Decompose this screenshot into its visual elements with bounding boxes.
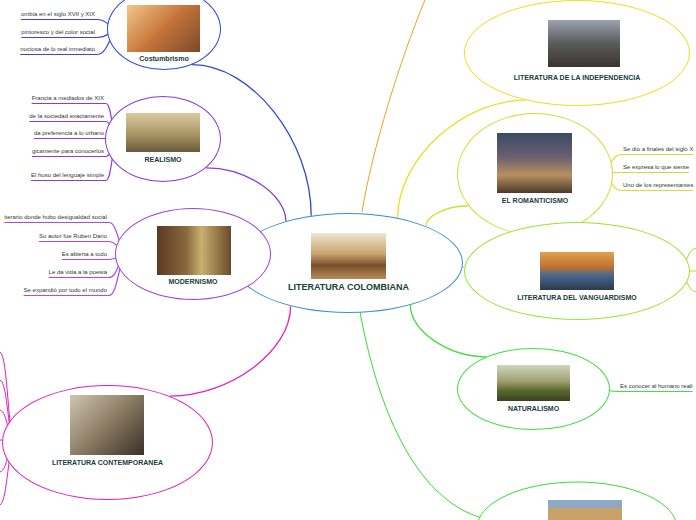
branch-ellipse: Costumbrismo: [107, 0, 221, 70]
leader-line: [600, 155, 693, 173]
leaf-text: Se expandió por todo el mundo: [24, 286, 107, 294]
branch-ellipse: LITERATURA DEL VANGUARDISMO: [464, 222, 690, 320]
leaf-text: El huso del lenguaje simple: [31, 171, 104, 179]
leaf-text: da preferencia a lo urbano: [34, 129, 104, 137]
branch-ellipse: LITERATURA CONTEMPORANEA: [2, 385, 213, 500]
illustration: [157, 226, 231, 275]
leaf-text: Francia a mediados de XIX: [32, 94, 104, 102]
illustration: [497, 365, 570, 401]
leaf-text: Uno de los representantes: [623, 181, 693, 189]
branch-connector: [426, 206, 469, 226]
leaf-text: Es abierta a todo: [62, 250, 107, 258]
node-title: EL ROMANTICISMO: [458, 196, 612, 205]
leaf-text: Se expresa lo que siente: [623, 163, 689, 171]
leaf-text: gicamente para conocerlos: [32, 147, 104, 155]
leader-line: [4, 223, 128, 255]
node-title: Costumbrismo: [108, 54, 220, 63]
illustration: [540, 252, 614, 290]
leaf-text: Le da vida a la poesia: [49, 268, 107, 276]
branch-connector: [410, 305, 486, 357]
leaf-text: Su autor fue Ruben Dario: [39, 232, 107, 240]
node-title: NATURALISMO: [458, 404, 609, 413]
leaf-text: Es conocer al humano reali: [620, 382, 693, 390]
branch-connector: [170, 306, 291, 396]
leaf-text: de la sociedad exactamente: [29, 112, 104, 120]
leaf-text: Se dio a finales del siglo X: [623, 145, 693, 153]
node-title: LITERATURA CONTEMPORANEA: [3, 458, 212, 467]
branch-ellipse: REALISMO: [105, 96, 221, 182]
leader-line: [21, 20, 121, 31]
branch-ellipse: MODERNISMO: [115, 208, 271, 300]
bottom-node-outline: [477, 482, 677, 520]
leaf-text: pintoresco y del color social: [21, 28, 95, 36]
node-title: LITERATURA DEL VANGUARDISMO: [465, 293, 689, 302]
leaf-text: ombia en el siglo XVII y XIX: [21, 10, 95, 18]
leader-line: [600, 172, 693, 191]
branch-ellipse: LITERATURA DE LA INDEPENDENCIA: [464, 0, 690, 106]
illustration: [126, 113, 200, 152]
node-title: REALISMO: [106, 155, 220, 164]
bottom-illustration: [548, 500, 622, 520]
node-title: LITERATURA DE LA INDEPENDENCIA: [465, 73, 689, 82]
illustration: [127, 5, 200, 52]
node-title: MODERNISMO: [116, 277, 270, 286]
leaf-text: nuciosa de lo real inmediato: [20, 45, 95, 53]
leader-line: [600, 171, 689, 173]
branch-ellipse: EL ROMANTICISMO: [457, 113, 613, 235]
branch-ellipse: NATURALISMO: [457, 348, 610, 430]
leader-line: [24, 254, 128, 296]
bottom-branch: [360, 312, 482, 518]
illustration: [311, 233, 386, 279]
bottom-illustration-sky: [548, 500, 622, 508]
offscreen-branch: [362, 0, 425, 212]
illustration: [70, 395, 144, 455]
leaf-text: iterario donde hubo desigualdad social: [4, 213, 107, 221]
node-title: LITERATURA COLOMBIANA: [235, 282, 462, 293]
illustration: [497, 133, 572, 193]
illustration: [548, 20, 620, 67]
leader-line: [597, 389, 693, 392]
